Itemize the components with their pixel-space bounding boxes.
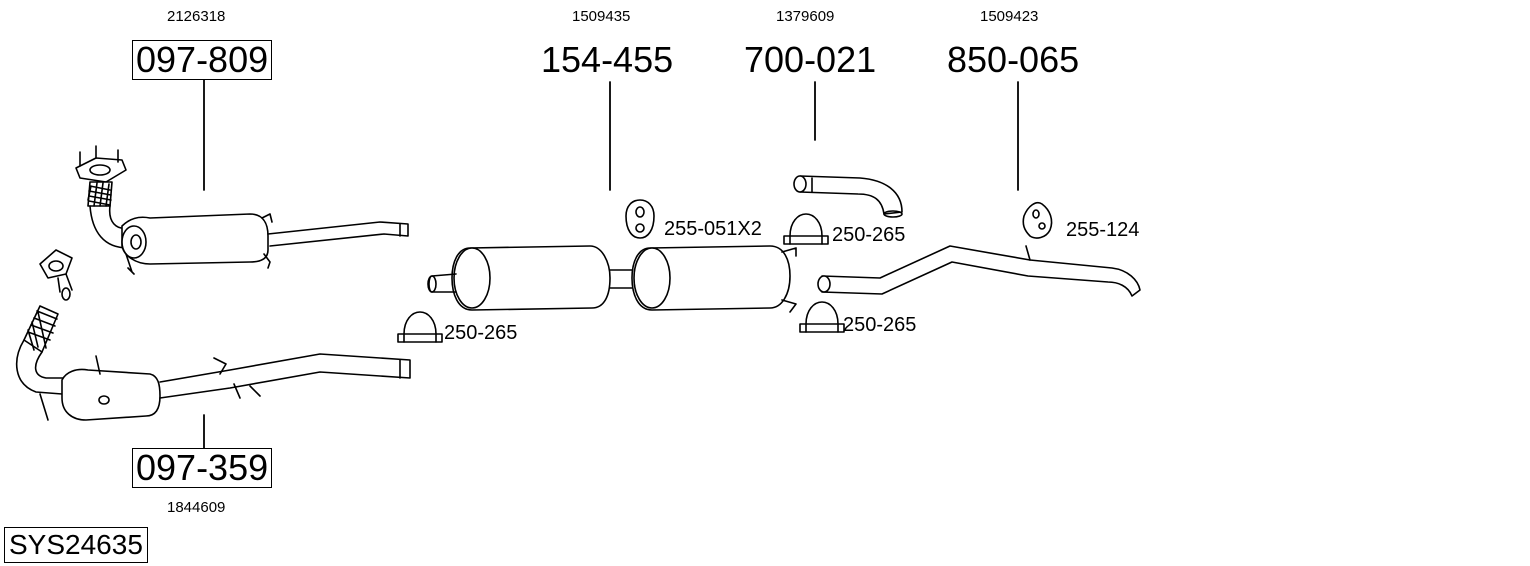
rear-pipe[interactable] — [817, 245, 1141, 297]
middle-silencer[interactable] — [427, 245, 797, 313]
rubber-hanger-mid[interactable] — [625, 199, 655, 239]
accessory-label-clamp-left[interactable]: 250-265 — [444, 322, 518, 344]
oe-number-097-809: 2126318 — [167, 8, 226, 25]
part-number-097-359[interactable]: 097-359 — [132, 448, 273, 488]
accessory-label-hanger-mid[interactable]: 255-051X2 — [664, 218, 762, 240]
system-number: SYS24635 — [4, 527, 148, 563]
accessory-label-clamp-right[interactable]: 250-265 — [843, 314, 917, 336]
part-number-850-065[interactable]: 850-065 — [947, 39, 1080, 80]
tail-bend-pipe[interactable] — [793, 175, 903, 218]
clamp-left[interactable] — [397, 311, 443, 343]
part-number-154-455[interactable]: 154-455 — [541, 39, 674, 80]
clamp-top[interactable] — [783, 213, 829, 245]
part-number-700-021[interactable]: 700-021 — [744, 39, 877, 80]
oe-number-700-021: 1379609 — [776, 8, 835, 25]
clamp-right[interactable] — [799, 301, 845, 333]
accessory-label-hanger-rear[interactable]: 255-124 — [1066, 219, 1140, 241]
rubber-hanger-rear[interactable] — [1022, 201, 1053, 239]
oe-number-154-455: 1509435 — [572, 8, 631, 25]
leader-lines — [203, 79, 1019, 449]
accessory-label-clamp-top[interactable]: 250-265 — [832, 224, 906, 246]
lower-catalytic-converter[interactable] — [16, 249, 411, 421]
oe-number-850-065: 1509423 — [980, 8, 1039, 25]
part-number-097-809[interactable]: 097-809 — [132, 40, 273, 80]
oe-number-097-359: 1844609 — [167, 499, 226, 516]
front-catalytic-converter[interactable] — [75, 145, 409, 275]
